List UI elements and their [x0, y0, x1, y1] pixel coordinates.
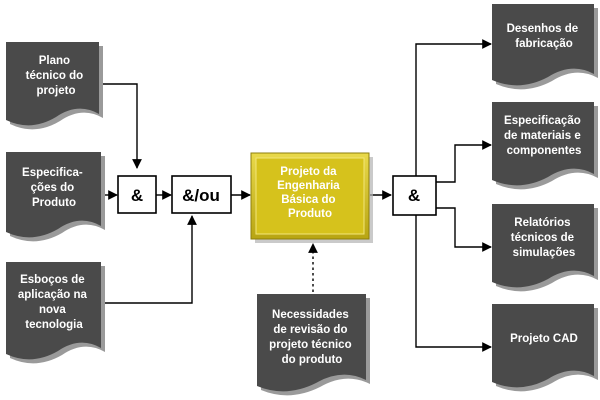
svg-text:Especificação de materia: Especificação de materiais e componentes [504, 115, 584, 157]
doc-plano: Plano técnico do projeto [6, 42, 103, 130]
doc-esbocos-line: Esboços de [20, 274, 85, 286]
svg-text:Esboços de aplicação na: Esboços de aplicação na nova tecnologia [18, 274, 90, 331]
connector-and-to-especificacao [436, 140, 492, 183]
doc-plano-line: técnico do [26, 70, 84, 82]
doc-esbocos-line: aplicação na [18, 289, 88, 301]
svg-text:Projeto CAD: Projeto CAD [510, 333, 578, 345]
doc-necessidades-line: Necessidades [272, 309, 349, 321]
doc-necessidades-line: projeto técnico [269, 339, 351, 351]
doc-relatorios-line: técnicos de [511, 232, 574, 244]
doc-especificacoes-line: ções do [31, 182, 74, 194]
connector-and-to-desenhos [415, 39, 492, 176]
doc-body [492, 204, 594, 288]
doc-desenhos-line: Desenhos de [507, 23, 579, 35]
gate-and-or-label: &/ou [182, 186, 220, 205]
doc-relatorios: Relatórios técnicos de simulações [492, 204, 598, 292]
doc-especificacao-line: componentes [507, 145, 582, 157]
doc-body [6, 42, 99, 126]
doc-esbocos-line: tecnologia [25, 319, 83, 331]
process-label-line: Engenharia [277, 180, 340, 192]
doc-body [6, 262, 101, 360]
gate-and-label: & [131, 186, 143, 205]
doc-desenhos-line: fabricação [515, 38, 573, 50]
connector-and-to-cad [415, 215, 492, 352]
svg-text:Plano técnico do p: Plano técnico do projeto [26, 55, 87, 97]
gate-and-or: &/ou [171, 175, 232, 214]
doc-body [492, 4, 594, 86]
doc-especificacao-line: de materiais e [504, 130, 581, 142]
doc-desenhos: Desenhos de fabricação [492, 4, 598, 90]
doc-especificacao-line: Especificação [504, 115, 581, 127]
svg-text:Necessidades de revisão: Necessidades de revisão do projeto técni… [269, 309, 355, 366]
doc-relatorios-line: Relatórios [514, 217, 570, 229]
doc-necessidades-line: do produto [282, 354, 343, 366]
doc-esbocos: Esboços de aplicação na nova tecnologia [6, 262, 105, 364]
process-label-line: Produto [288, 208, 332, 220]
doc-esbocos-line: nova [39, 304, 66, 316]
svg-text:Desenhos de fabricação: Desenhos de fabricação [507, 23, 582, 50]
doc-cad-line: Projeto CAD [510, 333, 578, 345]
doc-especificacoes-line: Produto [32, 197, 76, 209]
doc-body [6, 152, 101, 238]
gate-and-output: & [392, 175, 437, 216]
doc-cad: Projeto CAD [492, 304, 598, 392]
doc-body [492, 102, 594, 186]
doc-especificacao: Especificação de materiais e componentes [492, 102, 598, 190]
doc-especificacoes-line: Especifica- [22, 167, 83, 179]
svg-text:Especifica- ções do: Especifica- ções do Produto [22, 167, 86, 209]
doc-plano-line: Plano [39, 55, 70, 67]
process-label-line: Projeto da [280, 166, 337, 178]
svg-text:Relatórios técnicos de: Relatórios técnicos de simulações [511, 217, 577, 259]
connectors [100, 39, 492, 352]
gate-and-input: & [117, 175, 157, 214]
doc-plano-line: projeto [37, 85, 76, 97]
doc-body [492, 304, 594, 388]
doc-especificacoes: Especifica- ções do Produto [6, 152, 105, 242]
gate-and-output-label: & [408, 186, 420, 205]
process-label-line: Básica do [281, 194, 335, 206]
svg-text:Projeto da Engenharia: Projeto da Engenharia Básica do Produto [277, 166, 343, 220]
process-box: Projeto da Engenharia Básica do Produto [250, 152, 373, 243]
doc-necessidades: Necessidades de revisão do projeto técni… [257, 294, 370, 396]
doc-necessidades-line: de revisão do [273, 324, 347, 336]
doc-relatorios-line: simulações [513, 247, 576, 259]
connector-and-to-relatorios [436, 207, 492, 252]
connector-esbocos-to-andou [103, 215, 197, 304]
connector-plano-to-and [100, 83, 142, 169]
doc-body [257, 294, 366, 392]
